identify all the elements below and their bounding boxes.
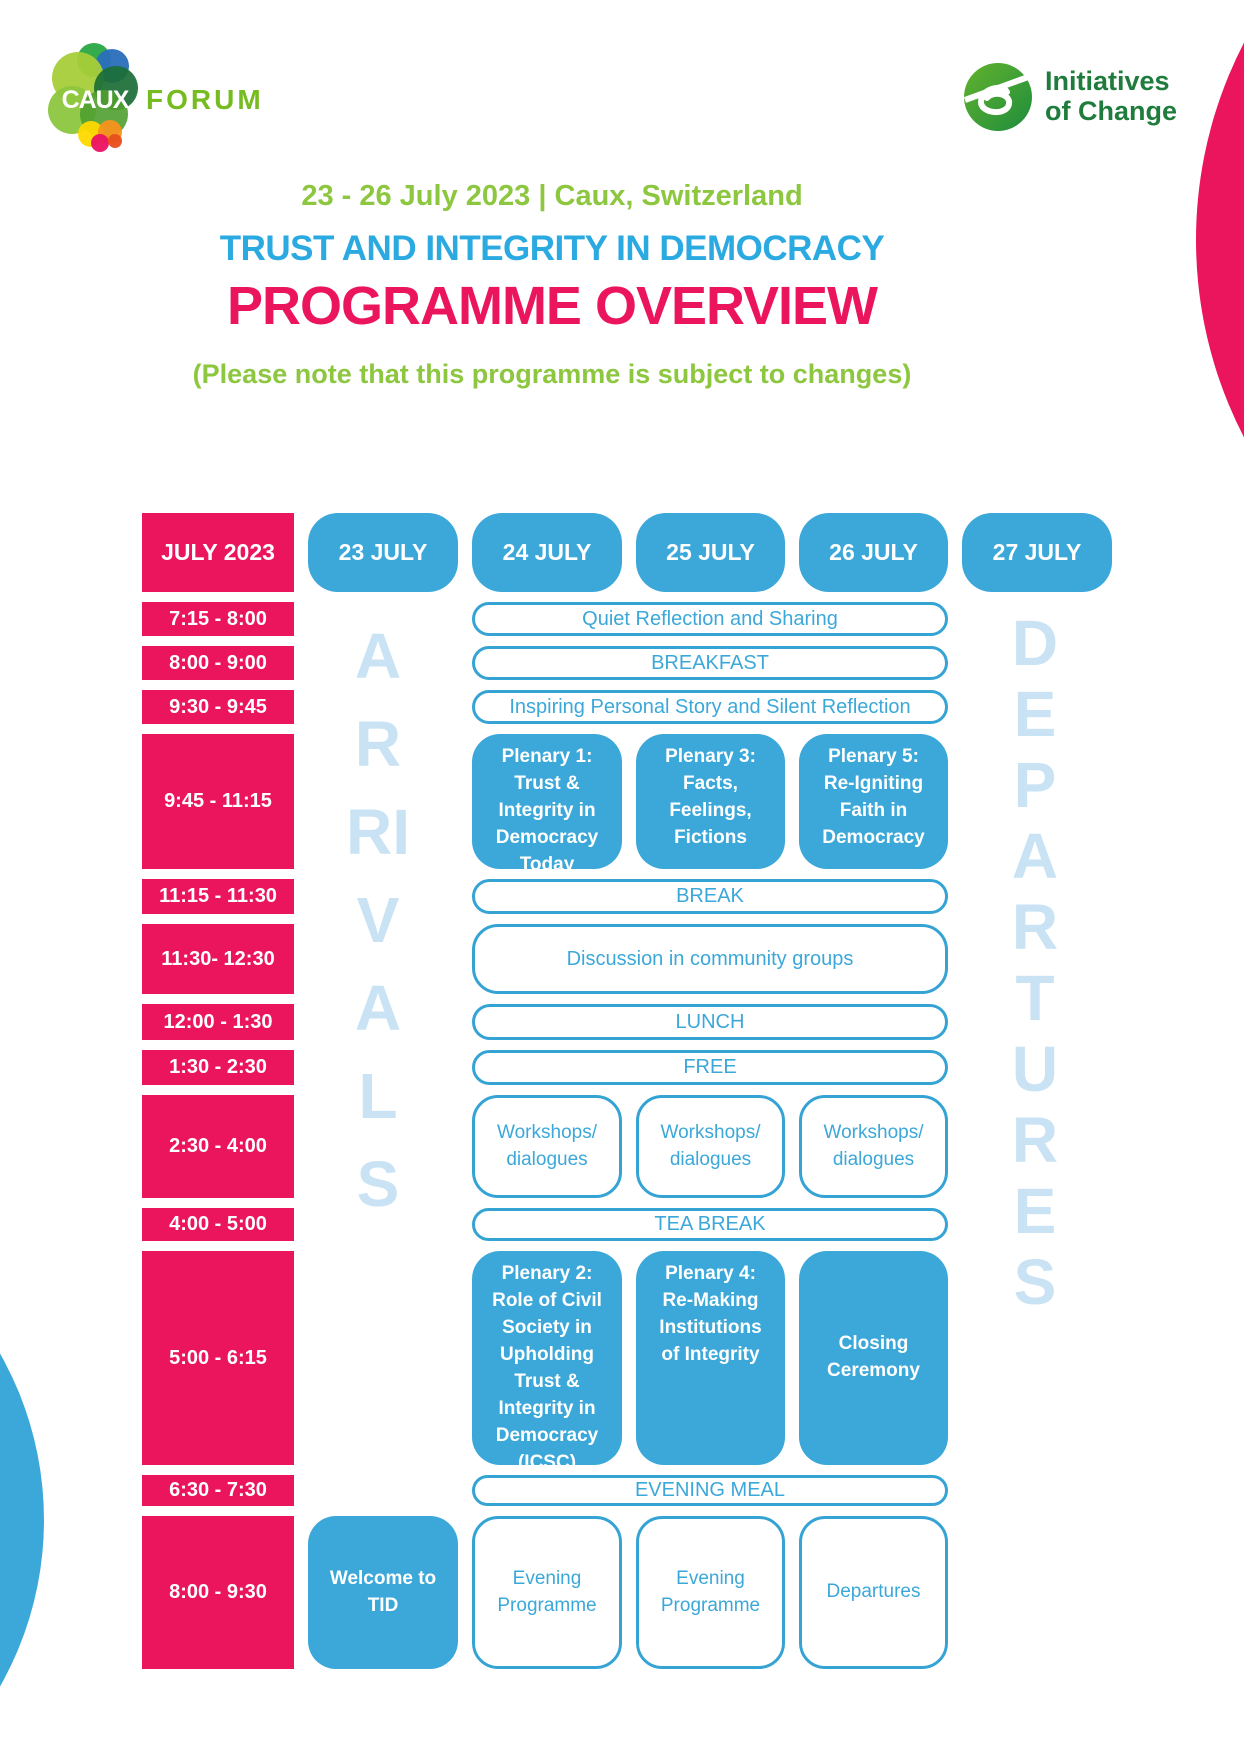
time-cell: 2:30 - 4:00 [142,1095,294,1198]
iofc-leaf-icon [963,63,1033,131]
event-pill-tea-break: TEA BREAK [472,1208,948,1241]
time-cell: 4:00 - 5:00 [142,1208,294,1241]
event-pill-evening-meal: EVENING MEAL [472,1475,948,1506]
caux-forum-logo-icon: CAUX [48,43,138,152]
time-cell: 1:30 - 2:30 [142,1050,294,1085]
iofc-wordmark-line1: Initiatives [1045,66,1170,97]
event-pill-break: BREAK [472,879,948,914]
event-date-location: 23 - 26 July 2023 | Caux, Switzerland [301,180,803,212]
time-cell: 5:00 - 6:15 [142,1251,294,1465]
event-title: TRUST AND INTEGRITY IN DEMOCRACY [219,229,885,268]
day-header-26-july: 26 JULY [799,513,948,592]
event-box-welcome-to-tid: Welcome to TID [308,1516,458,1669]
iofc-wordmark-line2: of Change [1045,96,1177,126]
time-cell: 9:45 - 11:15 [142,734,294,869]
event-box-plenary-5: Plenary 5: Re-Igniting Faith in Democrac… [799,734,948,869]
event-box-closing-ceremony: Closing Ceremony [799,1251,948,1465]
month-header-cell: JULY 2023 [142,513,294,592]
schedule-table: JULY 2023 23 JULY 24 JULY 25 JULY 26 JUL… [142,513,1112,1669]
watermark-arrivals: ARRIVALS [346,620,410,1220]
time-cell: 9:30 - 9:45 [142,690,294,724]
event-pill-breakfast: BREAKFAST [472,646,948,680]
iofc-wordmark: Initiatives of Change [1045,67,1177,126]
page-title: PROGRAMME OVERVIEW [226,276,878,336]
event-pill-community-groups: Discussion in community groups [472,924,948,994]
event-box-workshops: Workshops/ dialogues [636,1095,785,1198]
event-box-evening-programme: Evening Programme [636,1516,785,1669]
event-box-plenary-4: Plenary 4: Re-Making Institutions of Int… [636,1251,785,1465]
initiatives-of-change-logo: Initiatives of Change [963,62,1177,132]
event-pill-quiet-reflection: Quiet Reflection and Sharing [472,602,948,636]
time-cell: 12:00 - 1:30 [142,1004,294,1040]
title-block: 23 - 26 July 2023 | Caux, Switzerland TR… [0,180,1104,390]
pink-corner-shape [1196,0,1244,670]
day-header-23-july: 23 JULY [308,513,458,592]
event-box-plenary-2: Plenary 2: Role of Civil Society in Upho… [472,1251,622,1473]
blue-corner-shape [0,1183,44,1755]
time-cell: 8:00 - 9:00 [142,646,294,680]
day-header-25-july: 25 JULY [636,513,785,592]
caux-forum-wordmark: FORUM [146,84,264,115]
event-box-plenary-3: Plenary 3: Facts, Feelings, Fictions [636,734,785,869]
svg-text:CAUX: CAUX [62,86,130,114]
time-cell: 7:15 - 8:00 [142,602,294,636]
time-cell: 11:15 - 11:30 [142,879,294,914]
time-cell: 8:00 - 9:30 [142,1516,294,1669]
event-box-departures: Departures [799,1516,948,1669]
event-box-plenary-1: Plenary 1: Trust & Integrity in Democrac… [472,734,622,875]
day-header-27-july: 27 JULY [962,513,1112,592]
event-pill-free: FREE [472,1050,948,1085]
time-cell: 11:30- 12:30 [142,924,294,994]
event-box-workshops: Workshops/ dialogues [799,1095,948,1198]
watermark-departures: DEPARTURES [1011,607,1059,1318]
programme-note: (Please note that this programme is subj… [192,359,912,389]
event-pill-inspiring-story: Inspiring Personal Story and Silent Refl… [472,690,948,724]
event-pill-lunch: LUNCH [472,1004,948,1040]
event-box-evening-programme: Evening Programme [472,1516,622,1669]
event-box-workshops: Workshops/ dialogues [472,1095,622,1198]
time-cell: 6:30 - 7:30 [142,1475,294,1506]
day-header-24-july: 24 JULY [472,513,622,592]
